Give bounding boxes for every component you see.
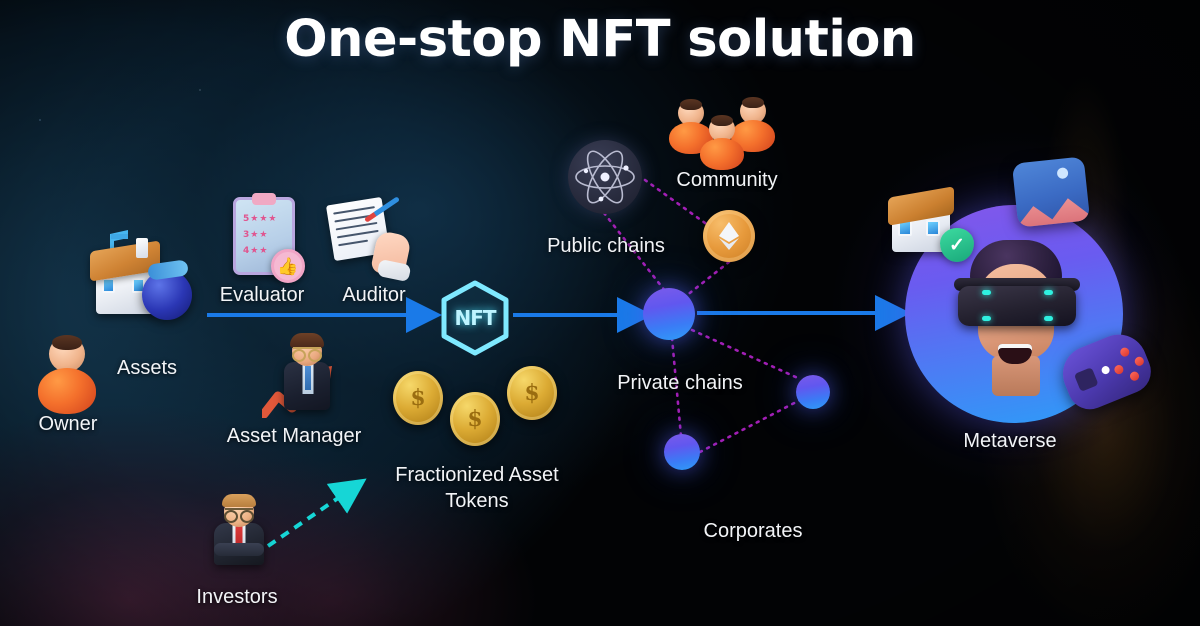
coin-icon: $	[393, 371, 443, 425]
label-line-2: Tokens	[445, 489, 509, 512]
house-chimney	[136, 238, 148, 258]
label-public-chains: Public chains	[547, 235, 665, 257]
money-bag-icon	[142, 259, 192, 320]
label-investors: Investors	[196, 586, 278, 608]
person-icon	[699, 115, 745, 170]
label-evaluator: Evaluator	[219, 284, 305, 306]
thumbs-up-icon: 👍	[271, 249, 305, 283]
network-node-private-hub	[643, 288, 695, 340]
businessman-growth-arrow-icon	[262, 333, 354, 418]
atom-icon	[568, 140, 642, 214]
nft-hexagon-icon: NFT	[440, 280, 510, 356]
house-verified-icon: ✓	[888, 186, 974, 266]
clipboard-thumbsup-icon: 5★★★ 3★★ 4★★ 👍	[233, 193, 305, 283]
label-line-1: Fractionized Asset	[395, 464, 559, 486]
network-node-corporate-1	[796, 375, 830, 409]
network-node-corporate-2	[664, 434, 700, 470]
label-asset-manager: Asset Manager	[226, 425, 362, 447]
label-corporates: Corporates	[703, 520, 803, 542]
label-owner: Owner	[38, 413, 98, 435]
coin-icon: $	[507, 366, 557, 420]
coin-icon: $	[450, 392, 500, 446]
document-signing-hand-icon	[325, 195, 412, 283]
label-community: Community	[676, 169, 778, 191]
page-title: One-stop NFT solution	[284, 10, 916, 69]
nft-label: NFT	[454, 306, 496, 330]
check-icon: ✓	[940, 228, 974, 262]
label-private-chains: Private chains	[617, 372, 743, 394]
house-music-moneybag-icon	[88, 230, 194, 336]
network-links	[602, 178, 802, 454]
flow-arrow-investors-to-tokens	[266, 478, 367, 548]
image-nft-card-icon	[1011, 156, 1091, 228]
person-icon	[36, 335, 98, 414]
label-fractionized-asset-tokens: Fractionized Asset Tokens	[395, 463, 558, 514]
vr-headset-person-icon	[952, 240, 1082, 400]
label-assets: Assets	[116, 357, 178, 379]
ethereum-coin-icon	[703, 210, 755, 262]
label-metaverse: Metaverse	[963, 430, 1057, 452]
label-auditor: Auditor	[342, 284, 406, 306]
community-people-icon	[668, 97, 780, 170]
investor-suit-icon	[208, 494, 270, 567]
